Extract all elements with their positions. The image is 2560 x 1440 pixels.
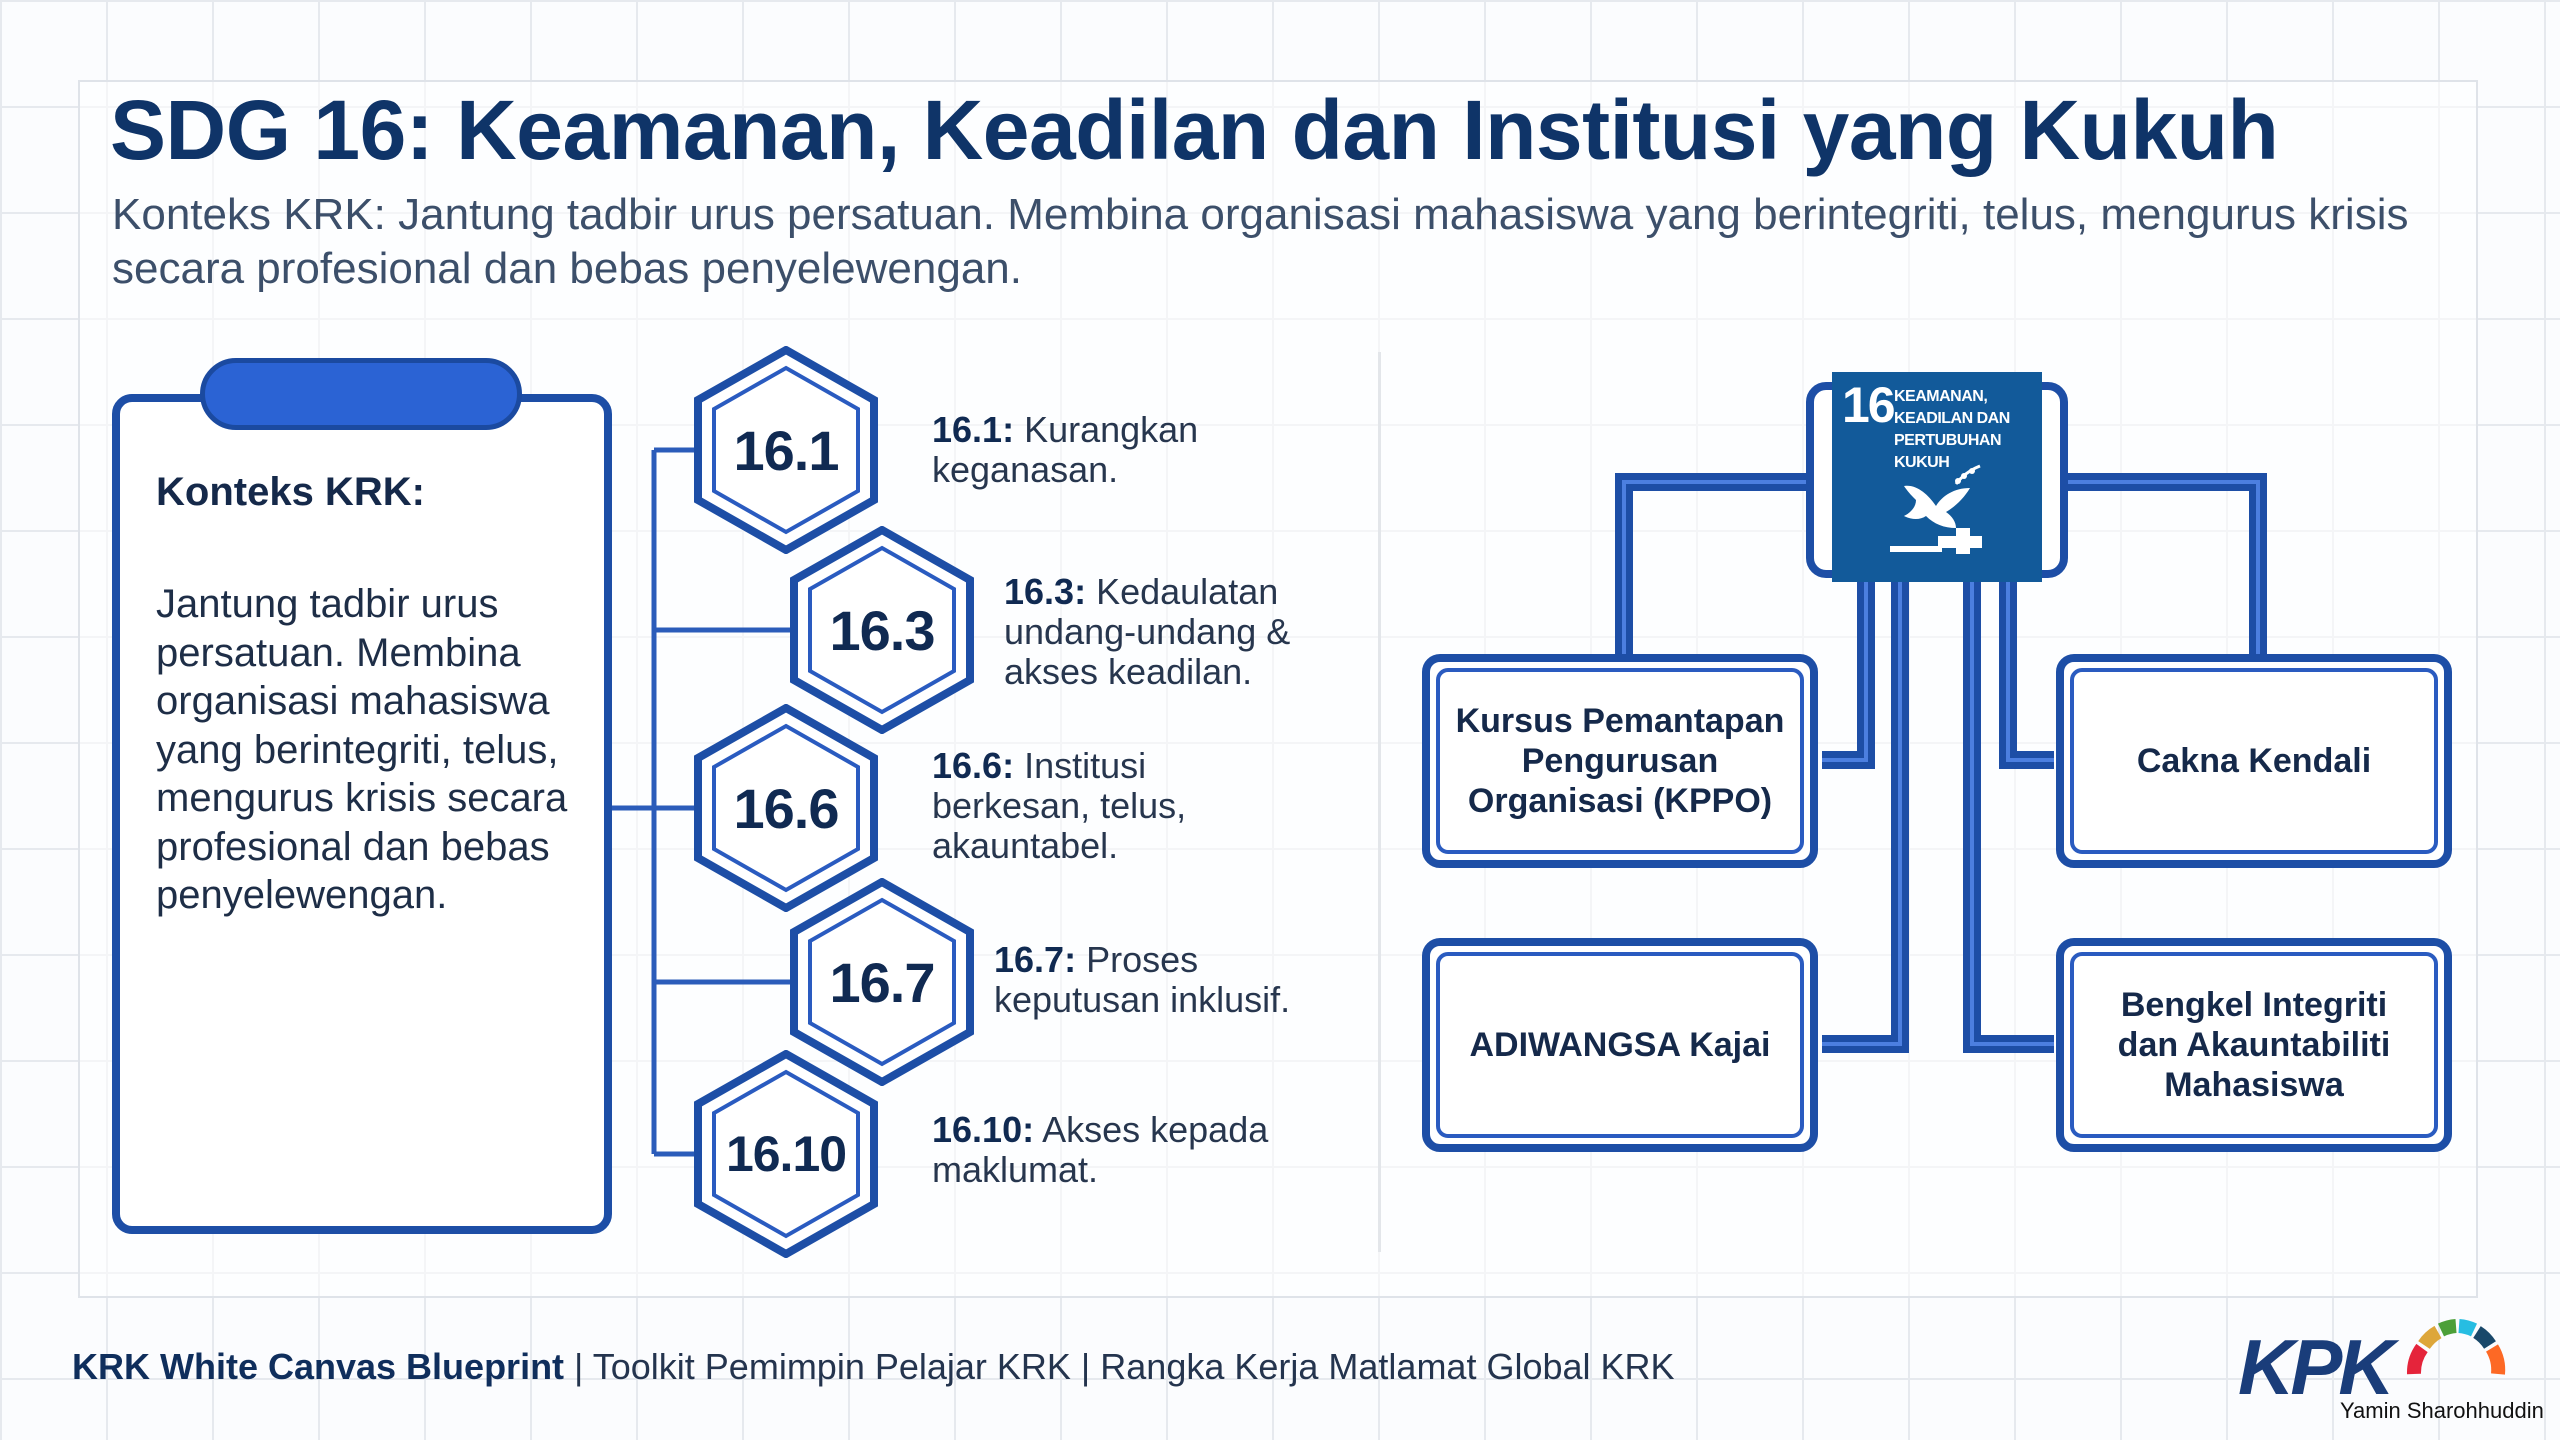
program-label: ADIWANGSA Kajai bbox=[1436, 952, 1804, 1138]
sdg-wheel-arc-icon bbox=[2407, 1319, 2506, 1375]
target-text: Institusi berkesan, telus, akauntabel. bbox=[932, 745, 1187, 866]
target-text: Akses kepada maklumat. bbox=[932, 1109, 1269, 1190]
author-credit: Yamin Sharohhuddin bbox=[2340, 1398, 2544, 1423]
footer-rest: | Toolkit Pemimpin Pelajar KRK | Rangka … bbox=[564, 1346, 1675, 1387]
program-label: Bengkel Integriti dan Akauntabiliti Maha… bbox=[2070, 952, 2438, 1138]
target-label: 16.10: bbox=[932, 1109, 1035, 1150]
target-hex-16-7: 16.7 bbox=[790, 878, 974, 1086]
program-box-adiwangsa-kajai: ADIWANGSA Kajai bbox=[1422, 938, 1818, 1152]
hexagon-badge-icon bbox=[694, 704, 878, 912]
target-text: Kurangkan keganasan. bbox=[932, 409, 1199, 490]
target-description-16-10: 16.10: Akses kepada maklumat. bbox=[932, 1110, 1302, 1190]
target-description-16-7: 16.7: Proses keputusan inklusif. bbox=[994, 940, 1344, 1020]
target-hex-16-3: 16.3 bbox=[790, 526, 974, 734]
target-code: 16.10 bbox=[725, 1126, 847, 1182]
clipboard-heading: Konteks KRK: bbox=[156, 470, 425, 514]
hexagon-badge-icon bbox=[694, 1050, 878, 1258]
target-code: 16.6 bbox=[733, 776, 840, 840]
target-label: 16.1: bbox=[932, 409, 1015, 450]
target-description-16-6: 16.6: Institusi berkesan, telus, akaunta… bbox=[932, 746, 1232, 866]
sdg-number: 16 bbox=[1842, 377, 1896, 433]
kpk-logo-text: KPK bbox=[2238, 1323, 2395, 1411]
target-description-16-1: 16.1: Kurangkan keganasan. bbox=[932, 410, 1232, 490]
program-box-cakna-kendali: Cakna Kendali bbox=[2056, 654, 2452, 868]
clipboard-clip bbox=[200, 358, 522, 430]
target-hex-16-6: 16.6 bbox=[694, 704, 878, 912]
target-code: 16.3 bbox=[829, 598, 936, 662]
page-subtitle: Konteks KRK: Jantung tadbir urus persatu… bbox=[112, 190, 2409, 293]
hexagon-badge-icon bbox=[790, 878, 974, 1086]
target-label: 16.7: bbox=[994, 939, 1077, 980]
hexagon-badge-icon bbox=[790, 526, 974, 734]
dove-gavel-icon bbox=[1890, 464, 1982, 554]
program-label: Cakna Kendali bbox=[2070, 668, 2438, 854]
clipboard-body: Jantung tadbir urus persatuan. Membina o… bbox=[156, 582, 568, 917]
target-code: 16.7 bbox=[829, 950, 936, 1014]
target-code: 16.1 bbox=[733, 418, 840, 482]
program-box-kppo: Kursus Pemantapan Pengurusan Organisasi … bbox=[1422, 654, 1818, 868]
footer-text: KRK White Canvas Blueprint | Toolkit Pem… bbox=[72, 1346, 1675, 1388]
target-text: Kedaulatan undang-undang & akses keadila… bbox=[1004, 571, 1291, 692]
target-hex-16-10: 16.10 bbox=[694, 1050, 878, 1258]
target-label: 16.3: bbox=[1004, 571, 1087, 612]
section-divider bbox=[1378, 352, 1381, 1252]
sdg-name: Keamanan, Keadilan dan Pertubuhan Kukuh bbox=[1894, 388, 2010, 471]
target-label: 16.6: bbox=[932, 745, 1015, 786]
program-box-bengkel-integriti: Bengkel Integriti dan Akauntabiliti Maha… bbox=[2056, 938, 2452, 1152]
target-text: Proses keputusan inklusif. bbox=[994, 939, 1291, 1020]
target-description-16-3: 16.3: Kedaulatan undang-undang & akses k… bbox=[1004, 572, 1344, 692]
sdg16-tile: 16 Keamanan, Keadilan dan Pertubuhan Kuk… bbox=[1832, 372, 2042, 582]
hexagon-badge-icon bbox=[694, 346, 878, 554]
target-hex-16-1: 16.1 bbox=[694, 346, 878, 554]
program-label: Kursus Pemantapan Pengurusan Organisasi … bbox=[1436, 668, 1804, 854]
page-title: SDG 16: Keamanan, Keadilan dan Institusi… bbox=[110, 83, 2279, 177]
footer-bold: KRK White Canvas Blueprint bbox=[72, 1346, 565, 1387]
